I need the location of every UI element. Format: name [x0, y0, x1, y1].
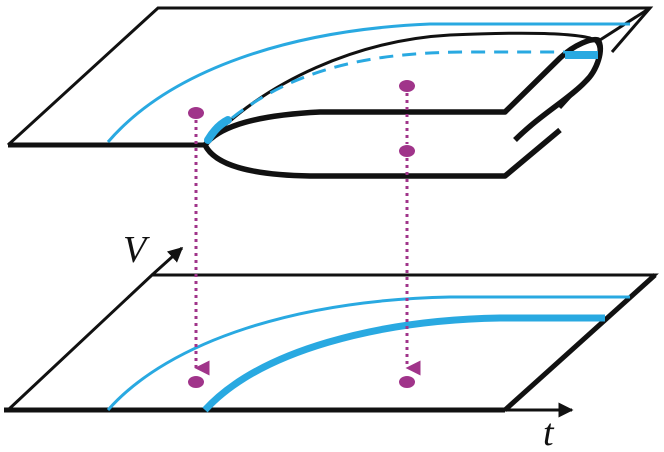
upper-blue-thick-curve-left: [204, 116, 232, 144]
projection-left: [188, 107, 210, 388]
upper-marker-left: [188, 107, 204, 119]
lower-marker-left: [188, 376, 204, 388]
upper-marker-right-top: [399, 80, 415, 92]
projection-right: [399, 80, 421, 388]
upper-marker-right-bottom: [399, 145, 415, 157]
lower-marker-right: [399, 376, 415, 388]
lower-right-edge: [503, 273, 657, 412]
upper-blue-dashed-curve: [231, 50, 565, 120]
fold-lower-sheet: [202, 127, 562, 179]
v-axis-label: V: [123, 229, 150, 271]
v-axis: V: [123, 229, 184, 277]
lower-blue-thick-curve: [202, 314, 605, 413]
lower-projection-plane: [4, 273, 659, 413]
upper-folded-surface: [6, 6, 654, 179]
upper-sheet-outline: [6, 6, 654, 147]
t-axis-label: t: [543, 412, 555, 452]
t-axis: t: [505, 402, 574, 452]
fold-middle-sheet: [202, 36, 604, 147]
v-axis-arrow-icon: [150, 246, 184, 277]
upper-blue-curve: [106, 22, 630, 143]
lower-blue-thin-curve: [106, 295, 630, 411]
